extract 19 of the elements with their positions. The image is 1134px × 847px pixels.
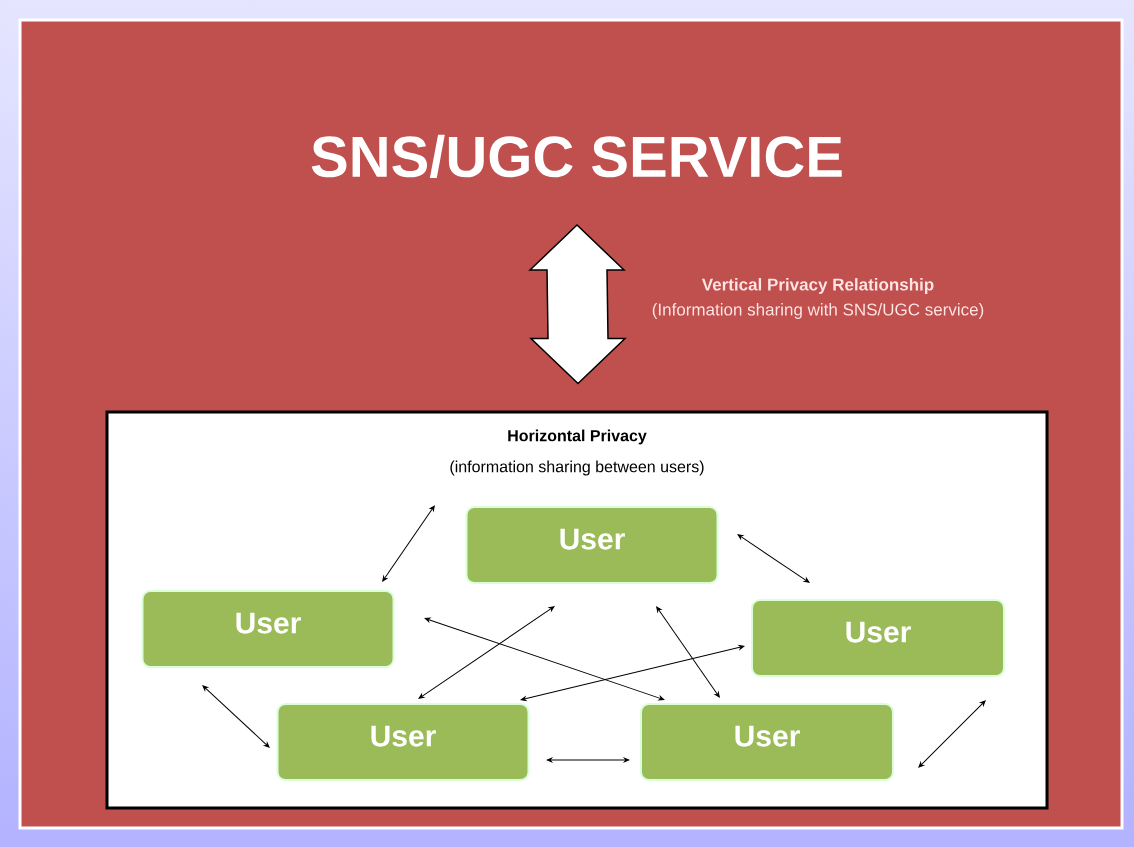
panel-heading: Horizontal Privacy <box>508 429 647 445</box>
arrow <box>656 606 720 698</box>
arrow <box>520 645 745 701</box>
arrow-caption: (Information sharing with SNS/UGC service) <box>652 303 984 319</box>
arrow <box>546 757 630 763</box>
panel-subtitle: (information sharing between users) <box>450 460 704 476</box>
arrow-caption: Vertical Privacy Relationship <box>701 278 934 294</box>
user-box: User <box>640 703 894 781</box>
user-box: User <box>276 703 530 781</box>
title: SNS/UGC SERVICE <box>311 134 842 178</box>
arrow <box>918 700 986 768</box>
arrow <box>424 617 665 701</box>
arrow <box>382 505 435 582</box>
user-box: User <box>141 590 395 668</box>
arrow <box>202 685 270 748</box>
user-box: User <box>751 599 1005 677</box>
arrow <box>418 606 555 699</box>
arrow <box>737 534 810 583</box>
user-box: User <box>465 506 719 584</box>
